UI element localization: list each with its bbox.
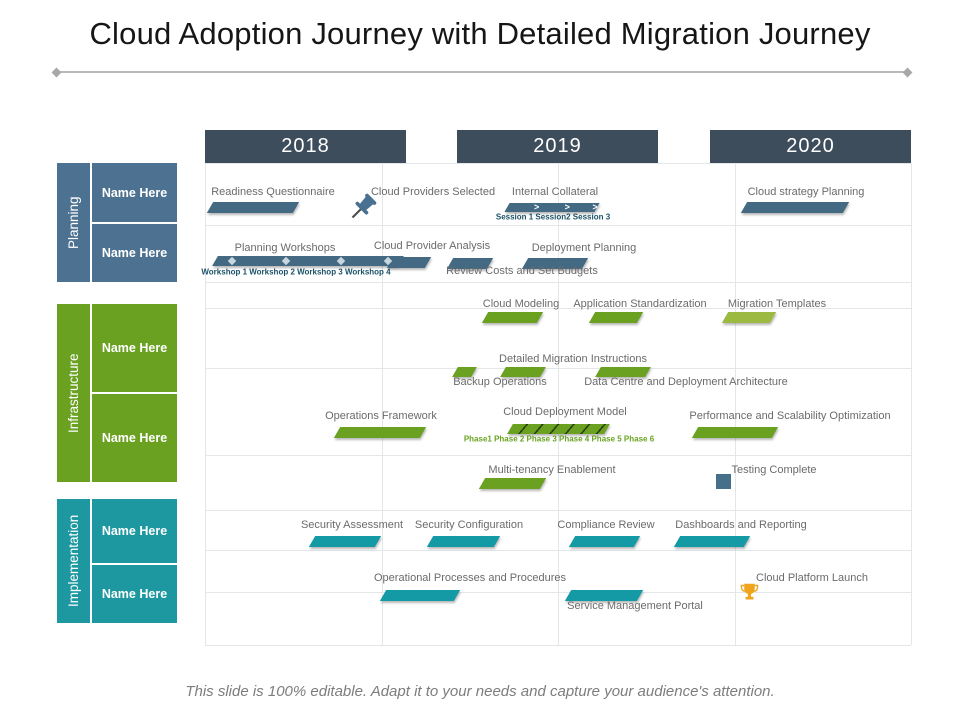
group-label-planning: Planning — [57, 163, 90, 282]
internal-collateral-label: Internal Collateral — [511, 186, 599, 198]
gridline-horizontal — [205, 163, 911, 164]
performance-and-scalability-optimization-bar — [691, 427, 779, 438]
chevron-separator-icon: > — [534, 202, 540, 212]
application-standardization-bar — [588, 312, 644, 323]
gridline-horizontal — [205, 510, 911, 511]
milestone-diamond-icon — [383, 256, 393, 266]
planning-workshops-label: Planning Workshops — [234, 242, 336, 254]
security-configuration-bar — [426, 536, 501, 547]
group-infrastructure-row-1: Name Here — [92, 304, 177, 392]
chevron-separator-icon: > — [592, 202, 598, 212]
group-planning-row-2: Name Here — [92, 222, 177, 282]
page-title: Cloud Adoption Journey with Detailed Mig… — [89, 16, 871, 51]
cloud-strategy-planning-bar — [740, 202, 850, 213]
group-planning-row-1: Name Here — [92, 163, 177, 222]
readiness-questionnaire-bar — [206, 202, 300, 213]
gridline-horizontal — [205, 550, 911, 551]
footer-note: This slide is 100% editable. Adapt it to… — [185, 683, 775, 700]
planning-workshops-sublabel: Workshop 1 Workshop 2 Workshop 3 Worksho… — [201, 267, 391, 277]
application-standardization-label: Application Standardization — [573, 298, 707, 310]
compliance-review-bar — [568, 536, 641, 547]
pushpin-icon — [345, 191, 379, 225]
review-costs-and-set-budgets-label: Review Costs and Set Budgets — [446, 265, 598, 277]
year-header-2019: 2019 — [457, 130, 658, 163]
cloud-deployment-model-sublabel: Phase1 Phase 2 Phase 3 Phase 4 Phase 5 P… — [463, 434, 655, 444]
gridline-horizontal — [205, 368, 911, 369]
backup-operations-label: Backup Operations — [453, 376, 547, 388]
cloud-modeling-bar — [481, 312, 544, 323]
cloud-provider-analysis-label: Cloud Provider Analysis — [373, 240, 491, 252]
migration-templates-bar — [721, 312, 777, 323]
security-configuration-label: Security Configuration — [414, 519, 524, 531]
gridline-horizontal — [205, 225, 911, 226]
milestone-diamond-icon — [337, 256, 346, 266]
data-centre-and-deployment-architecture-label: Data Centre and Deployment Architecture — [584, 376, 788, 388]
cloud-platform-launch-label: Cloud Platform Launch — [756, 572, 868, 584]
milestone-diamond-icon — [281, 256, 290, 266]
detailed-migration-instructions-label: Detailed Migration Instructions — [499, 353, 647, 365]
group-label-implementation: Implementation — [57, 499, 90, 623]
gridline-horizontal — [205, 592, 911, 593]
cloud-providers-selected-label: Cloud Providers Selected — [370, 186, 496, 198]
operational-processes-and-procedures-label: Operational Processes and Procedures — [374, 572, 566, 584]
gridline-horizontal — [205, 455, 911, 456]
testing-complete-square-icon — [716, 474, 731, 489]
dashboards-and-reporting-bar — [673, 536, 751, 547]
operations-framework-bar — [333, 427, 427, 438]
gridline-vertical — [558, 163, 559, 645]
internal-collateral-sublabel: Session 1 Session2 Session 3 — [495, 212, 611, 222]
security-assessment-label: Security Assessment — [300, 519, 404, 531]
operational-processes-and-procedures-bar — [379, 590, 461, 601]
security-assessment-bar — [308, 536, 382, 547]
title-divider — [51, 67, 913, 77]
testing-complete-label: Testing Complete — [731, 464, 817, 476]
cloud-deployment-model-label: Cloud Deployment Model — [503, 406, 627, 418]
deployment-planning-label: Deployment Planning — [531, 242, 637, 254]
multi-tenancy-enablement-bar — [478, 478, 547, 489]
multi-tenancy-enablement-label: Multi-tenancy Enablement — [488, 464, 616, 476]
gridline-horizontal — [205, 645, 911, 646]
dashboards-and-reporting-label: Dashboards and Reporting — [675, 519, 807, 531]
gridline-vertical — [734, 163, 736, 645]
gridline-vertical — [381, 163, 383, 645]
planning-workshops-milestones — [215, 256, 401, 266]
compliance-review-label: Compliance Review — [557, 519, 655, 531]
year-header-2018: 2018 — [205, 130, 406, 163]
cloud-deployment-model-bar — [507, 424, 610, 434]
chevron-separator-icon: > — [564, 202, 570, 212]
group-label-infrastructure: Infrastructure — [57, 304, 90, 482]
service-management-portal-label: Service Management Portal — [567, 600, 703, 612]
gridline-horizontal — [205, 282, 911, 283]
milestone-diamond-icon — [227, 256, 236, 266]
internal-collateral-chevrons: > > > — [507, 202, 598, 212]
cloud-strategy-planning-label: Cloud strategy Planning — [747, 186, 865, 198]
group-infrastructure-row-2: Name Here — [92, 392, 177, 482]
readiness-questionnaire-label: Readiness Questionnaire — [211, 186, 335, 198]
cloud-modeling-label: Cloud Modeling — [482, 298, 560, 310]
group-implementation-row-1: Name Here — [92, 499, 177, 563]
year-header-2020: 2020 — [710, 130, 911, 163]
group-implementation-row-2: Name Here — [92, 563, 177, 623]
gridline-vertical — [205, 163, 206, 645]
operations-framework-label: Operations Framework — [325, 410, 437, 422]
gridline-horizontal — [205, 308, 911, 309]
migration-templates-label: Migration Templates — [727, 298, 827, 310]
trophy-icon — [739, 582, 760, 603]
performance-and-scalability-optimization-label: Performance and Scalability Optimization — [689, 410, 891, 422]
gridline-vertical — [911, 163, 912, 645]
